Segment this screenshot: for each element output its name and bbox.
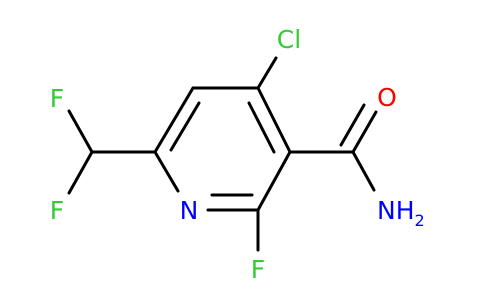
bond-chf2-f-top <box>67 109 94 154</box>
nitrogen-ring-label: N <box>180 196 199 225</box>
bond-c4-c3 <box>256 86 292 154</box>
fluorine-bottom-label: F <box>50 196 64 225</box>
bond-co-outer <box>351 110 378 154</box>
bond-c6-c5 <box>153 86 195 154</box>
bond-n-c6 <box>153 150 180 193</box>
oxygen-label: O <box>377 83 397 112</box>
amine-nh: NH <box>377 196 415 225</box>
bonds <box>67 56 378 252</box>
amine-label: NH2 <box>377 196 425 230</box>
bond-c4-c3-inner <box>247 101 276 154</box>
chlorine-label: Cl <box>277 25 301 54</box>
bond-c6-c5-inner <box>169 101 201 152</box>
fluorine-ring-label: F <box>251 255 265 284</box>
bond-chf2-f-bottom <box>67 150 94 195</box>
bond-c-nh2 <box>351 150 376 192</box>
bond-c4-cl <box>256 56 278 90</box>
fluorine-top-label: F <box>50 84 64 113</box>
amine-subscript: 2 <box>415 211 425 230</box>
bond-co-inner <box>339 103 366 147</box>
bond-c3-c2 <box>256 150 292 212</box>
